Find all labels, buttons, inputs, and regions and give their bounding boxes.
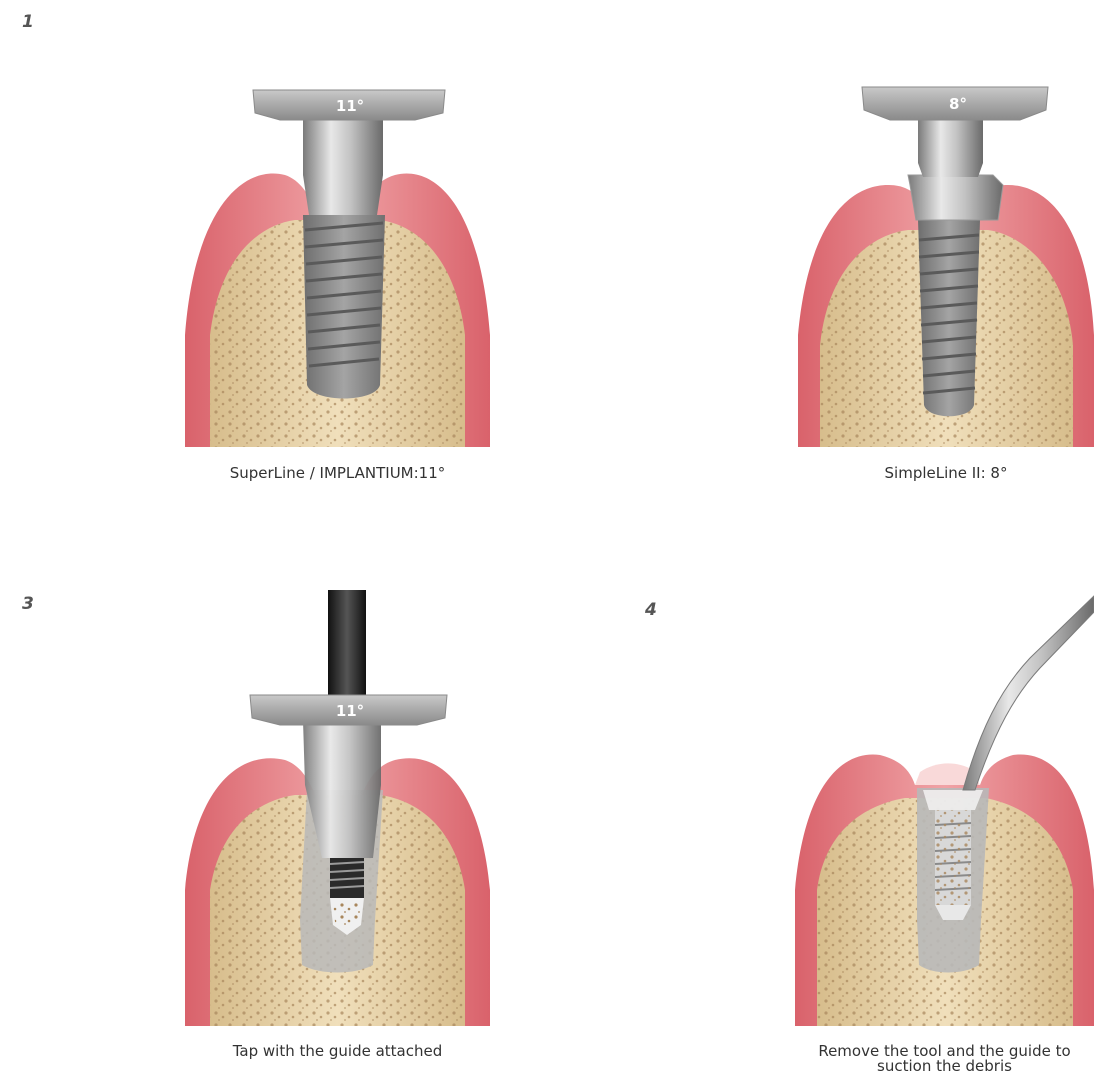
angle-label: 11° [336,702,364,720]
caption-step-4-line-2: suction the debris [795,1059,1094,1074]
illustration-suction-debris [795,590,1094,1026]
step-number-4: 4 [645,600,657,620]
step-number-1: 1 [22,12,34,32]
caption-step-3: Tap with the guide attached [185,1044,490,1059]
caption-step-4: Remove the tool and the guide to suction… [795,1044,1094,1074]
illustration-implant-guide-8: 8° [798,85,1094,447]
illustration-tap-with-guide: 11° [185,590,490,1026]
step-number-3: 3 [22,594,34,614]
caption-step-2: SimpleLine II: 8° [798,466,1094,481]
angle-label: 8° [949,95,967,113]
caption-step-1: SuperLine / IMPLANTIUM:11° [185,466,490,481]
implant-body [918,220,980,416]
angle-label: 11° [336,97,364,115]
illustration-implant-guide-11: 11° [185,85,490,447]
tap-shaft [328,590,366,698]
